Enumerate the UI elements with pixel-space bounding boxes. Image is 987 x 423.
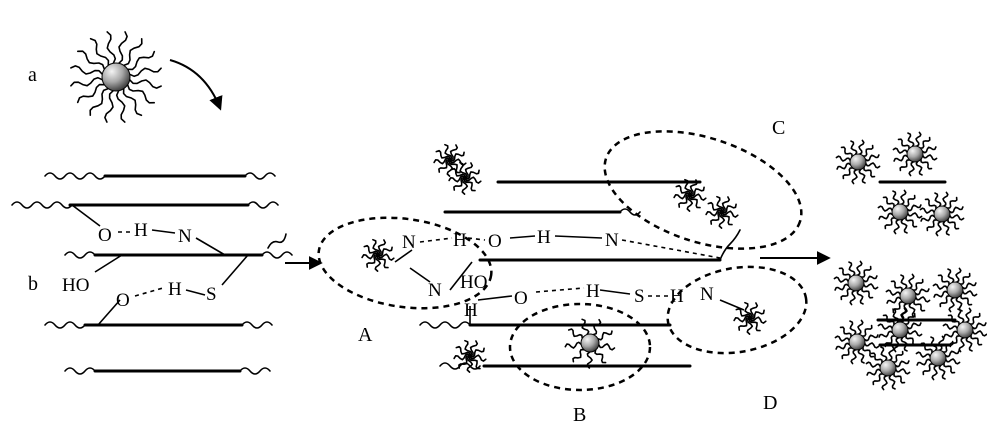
small-nanoparticle-12 bbox=[942, 307, 987, 353]
small-nanoparticle-9 bbox=[877, 307, 923, 353]
ligand-cluster-4 bbox=[673, 178, 707, 212]
atom-H-b1: H bbox=[134, 220, 148, 241]
atom-N-m1: N bbox=[605, 230, 619, 251]
atom-S-m: S bbox=[634, 286, 645, 307]
ligand-cluster-6 bbox=[733, 301, 767, 335]
small-nanoparticle-4 bbox=[919, 191, 965, 237]
ligand-cluster-3 bbox=[361, 238, 395, 272]
nanoparticles-middle bbox=[361, 143, 767, 373]
region-A-ellipse bbox=[317, 216, 493, 310]
capped-nanoparticle-a bbox=[70, 31, 162, 123]
atom-N-A1: N bbox=[402, 232, 416, 253]
region-C-ellipse bbox=[603, 130, 803, 250]
region-label-C: C bbox=[772, 117, 785, 139]
ligand-cluster-7 bbox=[453, 339, 487, 373]
atom-S-b: S bbox=[206, 284, 217, 305]
atom-HO-b: HO bbox=[62, 275, 89, 296]
curved-arrow bbox=[169, 59, 223, 111]
atom-H-m5: H bbox=[670, 286, 684, 307]
atom-H-b2: H bbox=[168, 279, 182, 300]
region-label-B: B bbox=[573, 404, 586, 423]
atom-H-m4: H bbox=[586, 281, 600, 302]
atom-H-m3: H bbox=[464, 300, 478, 321]
ligand-cluster-5 bbox=[705, 195, 739, 229]
small-nanoparticle-1 bbox=[835, 139, 881, 185]
small-nanoparticle-6 bbox=[885, 273, 931, 319]
small-nanoparticle-11 bbox=[865, 345, 911, 391]
bonds-middle bbox=[394, 235, 745, 325]
region-label-D: D bbox=[763, 392, 777, 414]
region-B-ellipse bbox=[508, 302, 652, 392]
atom-H-m2: H bbox=[537, 227, 551, 248]
ligand-cluster-2 bbox=[448, 161, 482, 195]
atom-O-b2: O bbox=[116, 290, 130, 311]
small-nanoparticle-8 bbox=[834, 319, 880, 365]
atom-O-m1: O bbox=[488, 231, 502, 252]
ligand-cluster-8 bbox=[564, 318, 616, 369]
atom-O-b1: O bbox=[98, 225, 112, 246]
atom-N-m2: N bbox=[700, 284, 714, 305]
atom-H-m1: H bbox=[453, 230, 467, 251]
atom-N-b1: N bbox=[178, 226, 192, 247]
region-label-A: A bbox=[358, 324, 373, 346]
atom-O-m2: O bbox=[514, 288, 528, 309]
small-nanoparticle-7 bbox=[932, 267, 978, 313]
atom-N-A2: N bbox=[428, 280, 442, 301]
nanoparticle-large bbox=[70, 31, 162, 123]
rod-stack-b bbox=[11, 172, 293, 375]
small-nanoparticle-3 bbox=[877, 189, 923, 235]
small-nanoparticle-5 bbox=[833, 260, 879, 306]
panel-label-a: a bbox=[28, 64, 37, 86]
atom-HO-m: HO bbox=[460, 272, 487, 293]
panel-label-b: b bbox=[28, 273, 38, 295]
bonds-b bbox=[71, 204, 249, 326]
small-nanoparticle-2 bbox=[892, 131, 938, 177]
nanoparticles-right bbox=[833, 131, 987, 391]
region-D-ellipse bbox=[666, 265, 808, 355]
small-nanoparticle-10 bbox=[915, 335, 961, 381]
